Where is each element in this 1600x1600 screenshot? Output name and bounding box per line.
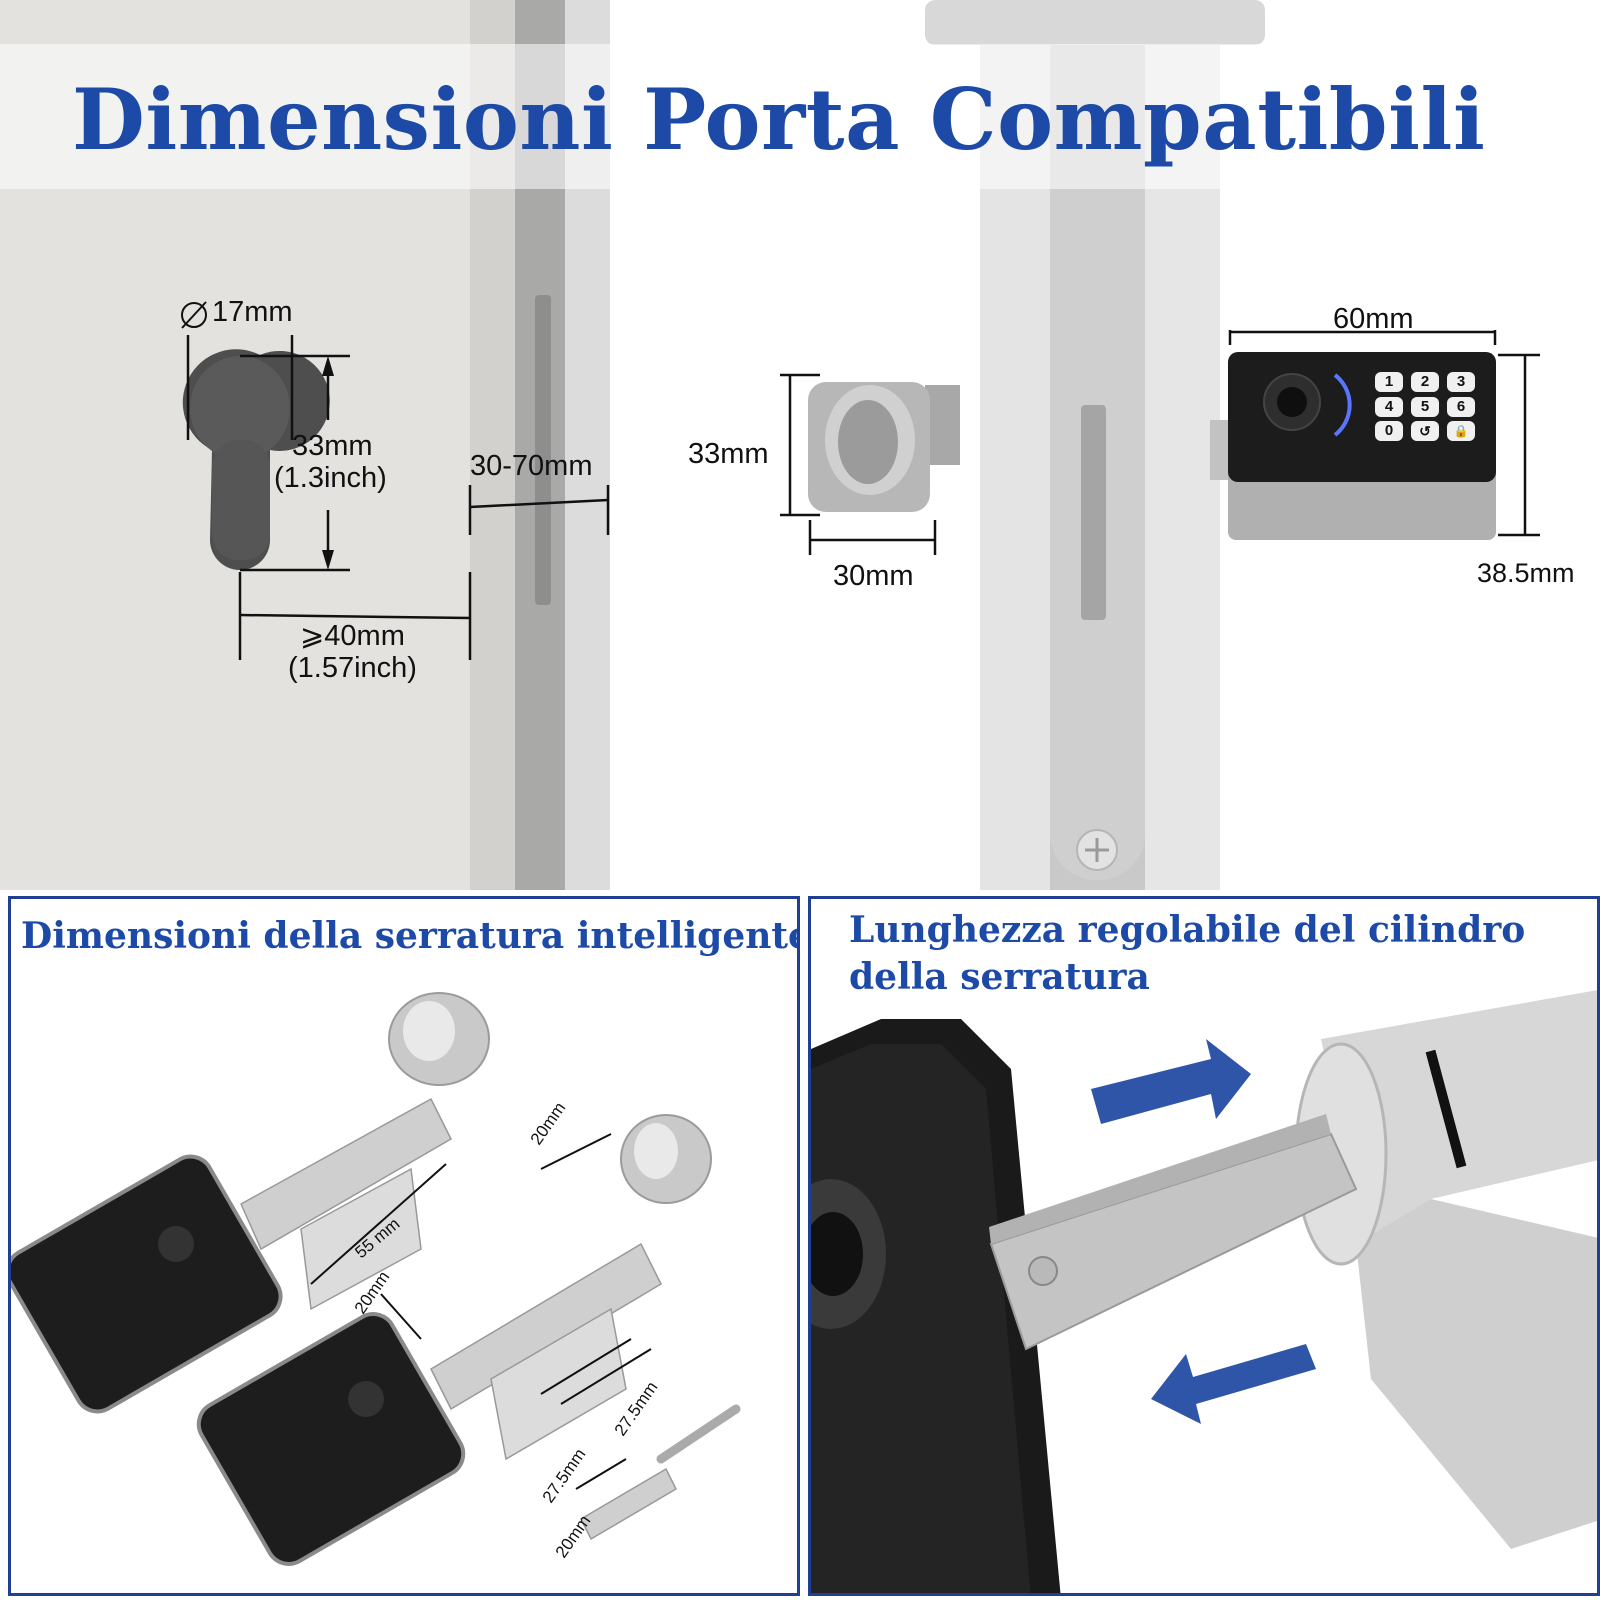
back-key[interactable]: ↺ — [1411, 421, 1439, 442]
door-thickness-label: 30-70mm — [470, 450, 593, 482]
page-title: Dimensioni Porta Compatibili — [72, 70, 1486, 169]
lock-width-label: 60mm — [1333, 303, 1414, 335]
adjustable-length-title-line2: della serratura — [849, 956, 1150, 998]
cylinder-profile-diagram — [181, 301, 610, 660]
key-1[interactable]: 1 — [1375, 372, 1403, 392]
key-0[interactable]: 0 — [1375, 421, 1403, 442]
min-length-mm-label: ⩾40mm — [300, 620, 405, 652]
height-inch-label: (1.3inch) — [274, 462, 387, 494]
key-4[interactable]: 4 — [1375, 396, 1403, 417]
label-20mm-bottom: 20mm — [552, 1512, 595, 1562]
label-20mm-top: 20mm — [527, 1099, 570, 1149]
adjustable-length-panel: Lunghezza regolabile del cilindro della … — [808, 896, 1600, 1596]
label-27mm-a: 27.5mm — [539, 1445, 590, 1506]
keypad: 1 2 3 4 5 6 0 ↺ 🔒 — [1375, 372, 1485, 442]
lock-dimensions-panel: Dimensioni della serratura intelligente — [8, 896, 800, 1596]
key-3[interactable]: 3 — [1447, 372, 1475, 392]
lock-height-label: 38.5mm — [1477, 558, 1575, 588]
exploded-lock-illustration: 55 mm 20mm 20mm 27.5mm 27.5mm 20mm — [11, 992, 741, 1566]
title-band — [0, 44, 1600, 189]
lock-dimensions-title: Dimensioni della serratura intelligente — [21, 915, 800, 957]
min-length-inch-label: (1.57inch) — [288, 652, 417, 684]
knob-length-label: 30mm — [833, 560, 914, 592]
height-mm-label: 33mm — [292, 430, 373, 462]
key-2[interactable]: 2 — [1411, 372, 1439, 392]
diameter-label: 17mm — [212, 296, 293, 328]
cylinder-closeup-illustration — [811, 990, 1597, 1593]
knob-height-label: 33mm — [688, 438, 769, 470]
key-5[interactable]: 5 — [1411, 396, 1439, 417]
door-scene: Dimensioni Porta Compatibili 17mm 33mm (… — [0, 0, 1600, 890]
key-6[interactable]: 6 — [1447, 396, 1475, 417]
lock-key[interactable]: 🔒 — [1447, 421, 1475, 442]
adjustable-length-title-line1: Lunghezza regolabile del cilindro — [849, 909, 1526, 951]
